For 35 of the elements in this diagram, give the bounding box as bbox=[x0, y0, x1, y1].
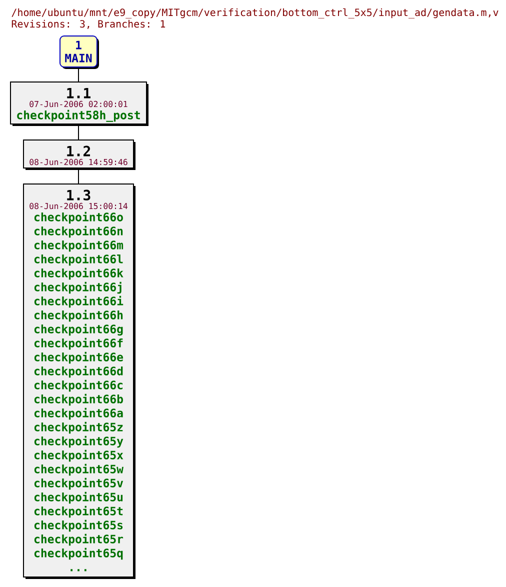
tag-label: checkpoint65w bbox=[34, 464, 124, 476]
tag-label: checkpoint66j bbox=[34, 282, 122, 294]
connector-line bbox=[78, 67, 79, 82]
tag-label: checkpoint66l bbox=[34, 254, 123, 266]
tag-label: checkpoint65y bbox=[34, 436, 124, 448]
revision-date: 08-Jun-2006 15:00:14 bbox=[30, 202, 128, 210]
tag-label: checkpoint65x bbox=[34, 450, 124, 462]
tag-label: checkpoint66g bbox=[34, 324, 123, 336]
tag-label: checkpoint66n bbox=[34, 226, 123, 238]
tag-label: checkpoint65s bbox=[34, 520, 123, 532]
file-path-title: /home/ubuntu/mnt/e9_copy/MITgcm/verification/bottom_ctrl_5x5/input_ad/gendata.m,v bbox=[12, 8, 498, 18]
connector-line bbox=[78, 168, 79, 184]
more-tags-ellipsis: ... bbox=[70, 569, 86, 572]
tag-label: checkpoint66i bbox=[34, 296, 124, 308]
tag-label: checkpoint66k bbox=[34, 268, 124, 280]
tag-label: checkpoint66b bbox=[34, 394, 123, 406]
tag-label: checkpoint66m bbox=[34, 240, 124, 252]
tag-label: checkpoint66o bbox=[34, 212, 123, 224]
tag-label: checkpoint65v bbox=[34, 478, 124, 490]
tag-label: checkpoint66h bbox=[34, 310, 123, 322]
tag-label: checkpoint66c bbox=[34, 380, 123, 392]
tag-label: checkpoint65r bbox=[34, 534, 124, 546]
revision-summary: Revisions: 3, Branches: 1 bbox=[12, 20, 166, 29]
tag-label: checkpoint65z bbox=[34, 422, 123, 434]
connector-line bbox=[78, 124, 79, 140]
revision-number: 1.2 bbox=[67, 146, 90, 156]
revision-date: 08-Jun-2006 14:59:46 bbox=[30, 158, 128, 166]
tag-label: checkpoint66d bbox=[34, 366, 123, 378]
revision-number: 1.3 bbox=[67, 190, 90, 200]
tag-label: checkpoint65q bbox=[34, 548, 123, 560]
tag-label: checkpoint65u bbox=[34, 492, 123, 504]
tag-label: checkpoint66f bbox=[34, 338, 123, 350]
tag-label: checkpoint65t bbox=[34, 506, 123, 518]
tag-label: checkpoint66a bbox=[34, 408, 123, 420]
tag-label: checkpoint66e bbox=[34, 352, 124, 364]
